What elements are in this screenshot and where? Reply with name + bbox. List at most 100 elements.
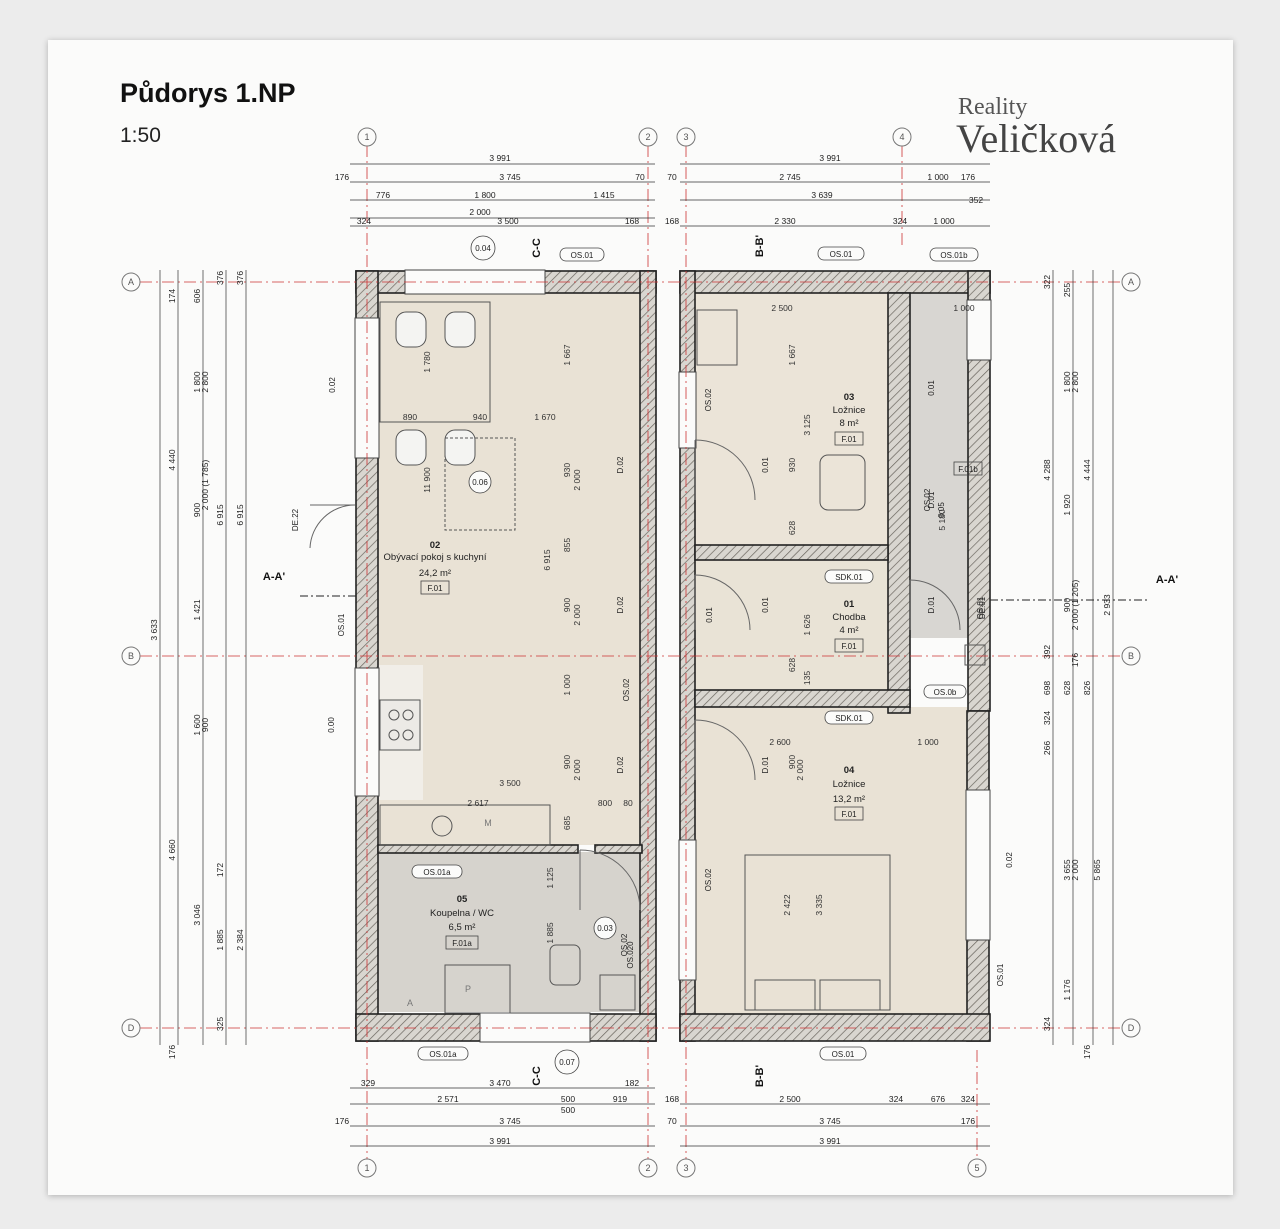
dim-text: 376	[215, 271, 225, 285]
opening-tag: D.02	[616, 596, 625, 613]
wall-tag: OS.01	[976, 596, 985, 619]
opening-tag: D.02	[616, 756, 625, 773]
dim-text: 2 384	[235, 929, 245, 951]
dim-text: 11 900	[422, 467, 432, 493]
dim-text: 900	[192, 503, 202, 517]
axis-col-3-bottom: 3	[683, 1163, 688, 1173]
dim-text: 2 000	[572, 469, 582, 491]
furniture	[379, 301, 986, 1014]
room-01-floor: F.01	[841, 642, 857, 651]
dim-text: 70	[667, 172, 677, 182]
dim-text: 1 920	[1062, 494, 1072, 516]
dim-text: 3 500	[499, 778, 521, 788]
toilet-label: P	[465, 984, 471, 994]
interior-dims: 1 780 890 940 1 670 1 667 11 900 930 2 0…	[403, 303, 975, 944]
dim-text: 4 288	[1042, 459, 1052, 481]
wall-tag: OS.01a	[429, 1050, 457, 1059]
section-bb-bottom: B-B'	[754, 1065, 766, 1088]
dim-text: 2 000	[1070, 859, 1080, 881]
dim-text: 4 660	[167, 839, 177, 861]
room-04-floor: F.01	[841, 810, 857, 819]
dim-text: 1 176	[1062, 979, 1072, 1001]
dim-text: 80	[623, 798, 633, 808]
dim-text: 376	[235, 271, 245, 285]
dim-text: 3 991	[819, 153, 841, 163]
dim-text: 176	[1082, 1045, 1092, 1059]
axis-row-a-left: A	[128, 277, 134, 287]
wall-tag: OS.02	[704, 388, 713, 411]
grid-lines	[140, 145, 1140, 1160]
room-fills	[378, 293, 968, 1014]
dim-text: 266	[1042, 741, 1052, 755]
dim-text: 1 670	[534, 412, 556, 422]
plan-scale: 1:50	[120, 124, 161, 147]
dim-text: 3 991	[489, 1136, 511, 1146]
wall-tag: OS.02	[923, 488, 932, 511]
dim-text: 324	[893, 216, 907, 226]
dim-text: 176	[335, 1116, 349, 1126]
wall-tag: OS.01	[571, 251, 594, 260]
dim-text: 2 500	[771, 303, 793, 313]
dim-text: 1 000	[917, 737, 939, 747]
dimension-lines	[159, 163, 1114, 1147]
dim-text: 2 600	[769, 737, 791, 747]
dim-text: 135	[802, 671, 812, 685]
dim-text: 628	[787, 521, 797, 535]
room-03-number: 03	[844, 392, 855, 403]
dim-text: 826	[1082, 681, 1092, 695]
dim-text: 1 667	[562, 344, 572, 366]
dim-text: 900	[200, 718, 210, 732]
dim-text: 698	[1042, 681, 1052, 695]
dim-text: 6 915	[542, 549, 552, 571]
dim-text: 2 000	[572, 604, 582, 626]
dim-text: 890	[403, 412, 417, 422]
axis-row-b-right: B	[1128, 651, 1134, 661]
opening-tag: 0.01	[705, 607, 714, 623]
opening-tag: OS.020	[626, 941, 635, 969]
opening-tag: 0.07	[559, 1058, 575, 1067]
dim-text: 2 000 (1 205)	[1070, 580, 1080, 631]
brand-logo-text: Veličková	[956, 116, 1116, 161]
section-bb-top: B-B'	[754, 235, 766, 258]
section-markers: A-A' A-A' B-B' B-B' C-C C-C	[263, 235, 1179, 1088]
room-labels: 02 Obývací pokoj s kuchyní 24,2 m² F.01 …	[384, 392, 983, 950]
dim-text: 3 335	[814, 894, 824, 916]
dim-text: 176	[961, 172, 975, 182]
wall-tag: OS.01	[337, 613, 346, 636]
dim-text: 685	[562, 816, 572, 830]
dim-text: 3 639	[811, 190, 833, 200]
dim-text: 6 915	[215, 504, 225, 526]
dim-text: 2 571	[437, 1094, 459, 1104]
dim-text: 2 000 (1 785)	[200, 460, 210, 511]
shower-label: A	[407, 998, 413, 1008]
axis-col-3-top: 3	[683, 132, 688, 142]
opening-tag: D.01	[927, 491, 936, 508]
dim-text: 500	[561, 1094, 575, 1104]
grid-bubbles	[121, 127, 1141, 1178]
room-02-name: Obývací pokoj s kuchyní	[384, 552, 487, 563]
wall-tag: OS.01	[832, 1050, 855, 1059]
dim-text: 324	[961, 1094, 975, 1104]
dim-text: 168	[665, 1094, 679, 1104]
dim-text: 3 991	[489, 153, 511, 163]
dims-left: 174 606 376 376 4 440 1 800 2 800 2 000 …	[149, 271, 245, 1059]
dim-text: 930	[787, 458, 797, 472]
dim-text: 324	[1042, 711, 1052, 725]
dim-text: 168	[625, 216, 639, 226]
room-05-number: 05	[457, 894, 468, 905]
opening-tag: D.01	[927, 596, 936, 613]
axis-col-1-top: 1	[364, 132, 369, 142]
room-04-fill	[695, 707, 967, 1014]
room-03-fill	[695, 293, 888, 545]
dim-text: 1 800	[1062, 371, 1072, 393]
dim-text: 2 617	[467, 798, 489, 808]
brand-line-1: Reality	[958, 94, 1028, 120]
dim-text: 176	[1070, 653, 1080, 667]
wall-tag: OS.01a	[423, 868, 451, 877]
dim-text: 3 991	[819, 1136, 841, 1146]
room-05-area: 6,5 m²	[449, 922, 476, 933]
dim-text: 628	[787, 658, 797, 672]
dim-text: 1 667	[787, 344, 797, 366]
dim-text: 1 780	[422, 351, 432, 373]
dim-text: 900	[562, 598, 572, 612]
